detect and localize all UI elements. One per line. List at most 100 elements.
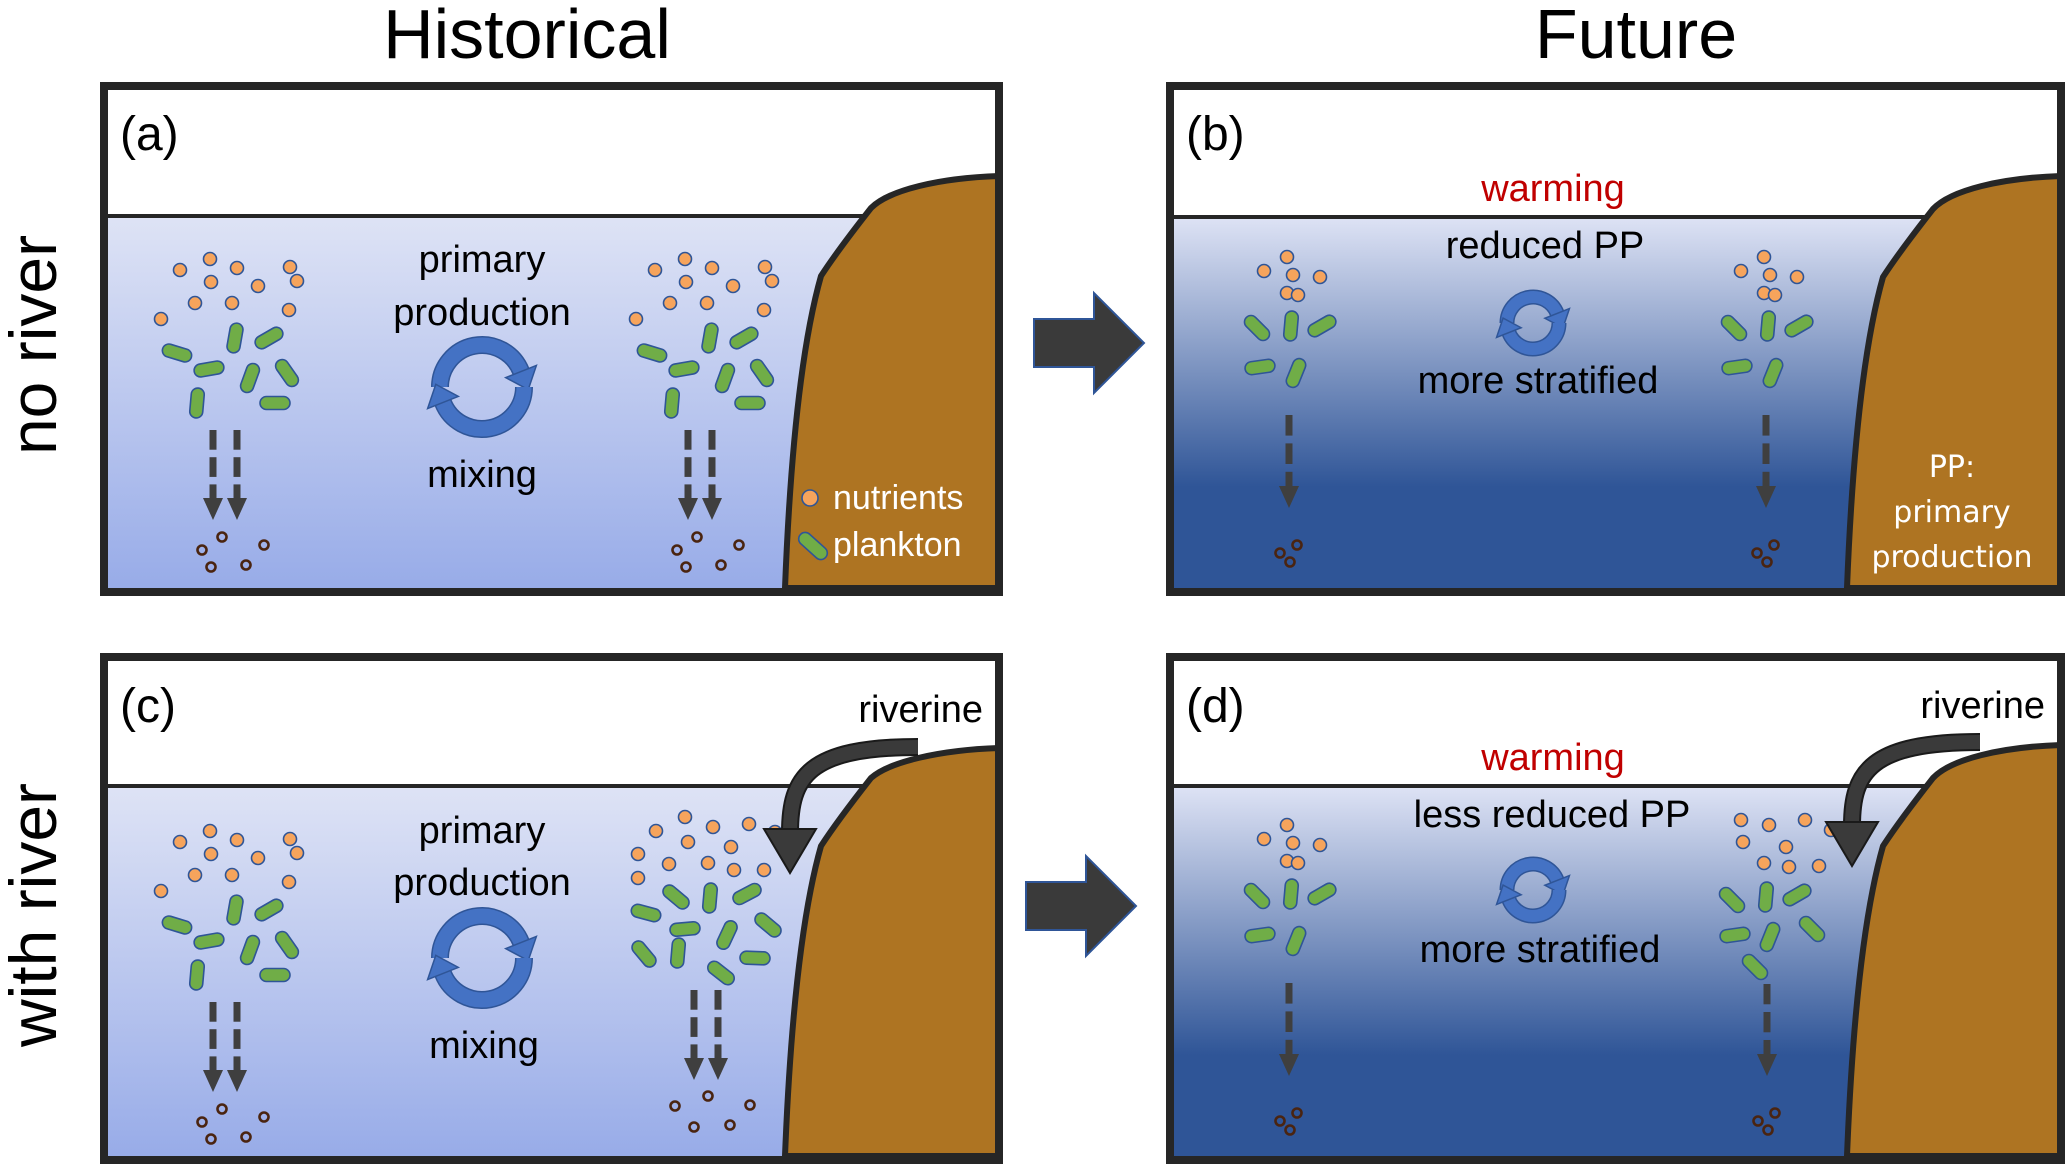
nutrient-dot: [282, 831, 298, 847]
plankton-rod: [1244, 358, 1276, 376]
detritus-particle: [671, 544, 683, 556]
nutrient-dot: [680, 834, 696, 850]
riverine-label: riverine: [858, 689, 983, 731]
coastal-land: [1844, 173, 2064, 591]
nutrient-dot: [250, 278, 266, 294]
nutrient-dot: [172, 262, 188, 278]
plankton-rod: [707, 960, 735, 986]
detritus-particle: [680, 561, 692, 573]
plankton-rod: [1719, 926, 1751, 944]
nutrient-dot: [726, 862, 742, 878]
plankton-rod: [1307, 882, 1337, 906]
nutrient-dot: [1279, 817, 1295, 833]
detritus-particle: [1768, 539, 1780, 551]
panel-d-future-with-river: [1166, 653, 2065, 1164]
nutrient-dot: [1735, 834, 1751, 850]
detritus-particle: [1762, 1124, 1774, 1136]
sinking-arrow-icon: [1756, 415, 1776, 508]
sinking-arrow-icon: [708, 990, 728, 1080]
nutrient-dot: [700, 855, 716, 871]
plankton-rod: [668, 360, 700, 378]
plankton-rod: [188, 387, 206, 419]
plankton-nutrient-cluster: [153, 251, 305, 419]
plankton-rod: [254, 898, 284, 922]
detritus-particle: [691, 531, 703, 543]
plankton-nutrient-cluster: [1243, 249, 1337, 389]
nutrient-dot: [1733, 812, 1749, 828]
sinking-arrow-icon: [702, 430, 722, 520]
plankton-rod: [1782, 883, 1812, 907]
nutrient-dot: [153, 311, 169, 327]
plankton-rod: [1243, 314, 1271, 342]
detritus-particle: [216, 531, 228, 543]
panel-d-text: (d) warming less reduced PP more stratif…: [1186, 680, 2045, 971]
plankton-nutrient-cluster: [628, 251, 780, 419]
plankton-rod: [259, 967, 291, 983]
nutrient-dot: [187, 867, 203, 883]
detritus-particle: [205, 561, 217, 573]
plankton-rod: [193, 932, 225, 950]
detritus-particle: [744, 1099, 756, 1111]
plankton-rod: [797, 531, 829, 561]
cycle-arrows-icon: [426, 907, 538, 1009]
detritus-particle: [1769, 1107, 1781, 1119]
nutrient-dot: [153, 883, 169, 899]
plankton-rod: [729, 326, 759, 350]
nutrient-dot: [224, 295, 240, 311]
nutrient-dot: [202, 251, 218, 267]
plankton-rod: [1741, 953, 1769, 981]
plankton-rod: [1759, 921, 1781, 953]
cycle-arrows-icon: [1495, 289, 1571, 357]
nutrient-dot: [203, 846, 219, 862]
nutrient-dot: [801, 489, 819, 507]
panel-a-historical-no-river: [100, 82, 1003, 596]
coastal-land: [782, 173, 1002, 591]
plankton-rod: [1720, 314, 1748, 342]
detritus-particle: [240, 1131, 252, 1143]
plankton-rod: [1798, 915, 1826, 943]
detritus-particle: [1284, 556, 1296, 568]
nutrient-dot: [202, 823, 218, 839]
cycle-caption: mixing: [427, 454, 537, 496]
nutrient-dot: [172, 834, 188, 850]
nutrient-dot: [756, 862, 772, 878]
plankton-rod: [188, 959, 206, 991]
sinking-arrow-icon: [203, 430, 223, 520]
plankton-nutrient-cluster: [1720, 249, 1814, 389]
nutrient-dot: [757, 259, 773, 275]
cycle-arrows-icon: [1495, 856, 1571, 924]
pp-abbrev-line2: primary: [1893, 495, 2010, 530]
detritus-particle: [702, 1090, 714, 1102]
plankton-rod: [1757, 881, 1775, 913]
nutrient-dot: [677, 809, 693, 825]
transition-arrow-icon: [1033, 290, 1146, 396]
plankton-rod: [161, 915, 193, 935]
pp-abbrev-line1: PP:: [1929, 450, 1975, 485]
plankton-rod: [193, 360, 225, 378]
plankton-rod: [274, 930, 300, 960]
nutrient-dot: [1811, 858, 1827, 874]
plankton-rod: [1718, 886, 1746, 914]
plankton-nutrient-cluster: [1718, 812, 1839, 981]
nutrient-dot: [1256, 263, 1272, 279]
forcing-label-warming: warming: [1480, 168, 1625, 210]
nutrient-dot: [661, 856, 677, 872]
nutrient-dot: [187, 295, 203, 311]
detritus-particle: [1761, 556, 1773, 568]
plankton-rod: [739, 950, 771, 966]
nutrient-dot: [1756, 249, 1772, 265]
detritus-particle: [240, 559, 252, 571]
sinking-arrow-icon: [227, 1002, 247, 1092]
nutrient-dot: [1312, 837, 1328, 853]
detritus-particle: [205, 1133, 217, 1145]
plankton-rod: [663, 387, 681, 419]
detritus-particle: [733, 539, 745, 551]
detritus-particle: [258, 1111, 270, 1123]
transition-arrows: [1025, 290, 1146, 959]
detritus-particle: [196, 544, 208, 556]
process-label-line2: production: [393, 862, 570, 904]
nutrient-dot: [1290, 287, 1306, 303]
panel-a-text: (a) primary production mixing nutrients …: [120, 108, 963, 564]
nutrient-dot: [281, 874, 297, 890]
detritus-particle: [258, 539, 270, 551]
